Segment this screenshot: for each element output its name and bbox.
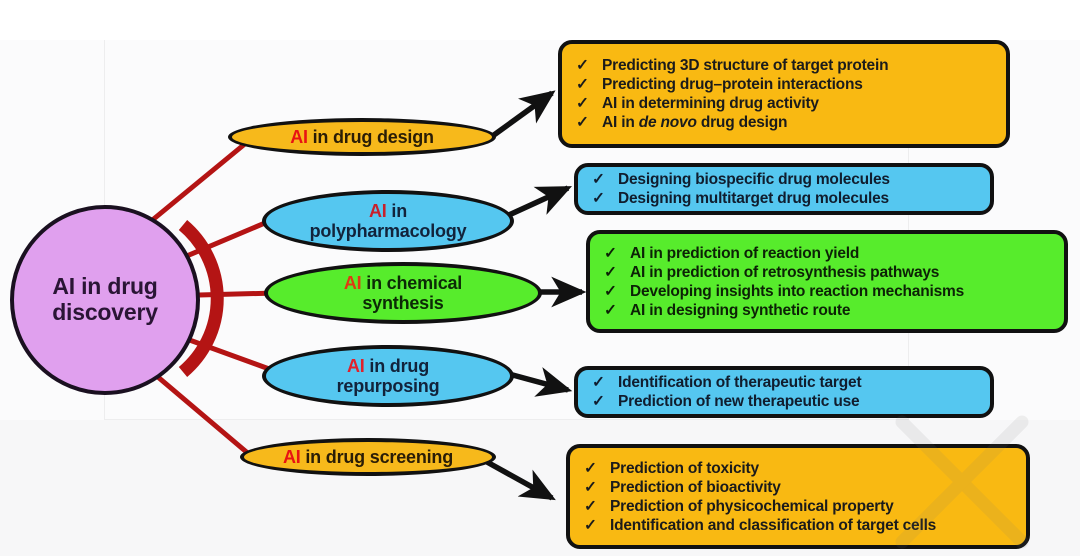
root-node-label-line2: discovery: [52, 299, 158, 325]
check-icon: ✓: [584, 516, 597, 534]
panel-drug-repurposing[interactable]: ✓ Identification of therapeutic target ✓…: [574, 366, 994, 418]
list-item-text: AI in prediction of retrosynthesis pathw…: [630, 263, 940, 281]
list-item-text: Prediction of toxicity: [610, 459, 759, 477]
ai-prefix: AI: [290, 126, 308, 147]
check-icon: ✓: [584, 459, 597, 477]
check-icon: ✓: [592, 171, 605, 188]
list-item-text: Designing biospecific drug molecules: [618, 171, 890, 188]
branch-node-chemical-synthesis-label: AI in chemical synthesis: [344, 273, 462, 313]
list-item: ✓ AI in de novo drug design: [576, 113, 996, 132]
list-item: ✓ Designing biospecific drug molecules: [592, 170, 980, 189]
check-icon: ✓: [576, 95, 589, 112]
check-icon: ✓: [584, 478, 597, 496]
ai-prefix: AI: [347, 355, 365, 376]
ai-prefix: AI: [343, 272, 362, 293]
list-item-text: Prediction of bioactivity: [610, 478, 781, 496]
ai-rest: in drug screening: [300, 446, 454, 467]
ai-rest: in chemical: [361, 272, 463, 293]
check-icon: ✓: [604, 244, 617, 262]
list-item-text: Prediction of physicochemical property: [610, 497, 894, 515]
list-item-text: AI in prediction of reaction yield: [630, 244, 860, 262]
branch-node-polypharmacology[interactable]: AI in polypharmacology: [262, 190, 514, 252]
ai-prefix: AI: [368, 200, 387, 221]
root-circle-rim: [178, 220, 224, 377]
root-node[interactable]: AI in drug discovery: [10, 205, 200, 395]
check-icon: ✓: [604, 301, 617, 319]
panel-drug-design[interactable]: ✓ Predicting 3D structure of target prot…: [558, 40, 1010, 148]
check-icon: ✓: [584, 497, 597, 515]
panel-drug-repurposing-list: ✓ Identification of therapeutic target ✓…: [578, 373, 990, 411]
check-icon: ✓: [576, 57, 589, 74]
check-icon: ✓: [604, 282, 617, 300]
panel-chemical-synthesis[interactable]: ✓ AI in prediction of reaction yield ✓ A…: [586, 230, 1068, 333]
list-item-text: Identification of therapeutic target: [618, 374, 862, 391]
check-icon: ✓: [592, 374, 605, 391]
list-item-text: Identification and classification of tar…: [610, 516, 937, 534]
panel-arrows: [485, 90, 587, 501]
list-item: ✓ Identification of therapeutic target: [592, 373, 980, 392]
ai-rest: in drug: [364, 355, 429, 376]
list-item: ✓ Prediction of toxicity: [584, 459, 1016, 478]
list-item: ✓ Designing multitarget drug molecules: [592, 189, 980, 208]
panel-polypharmacology-list: ✓ Designing biospecific drug molecules ✓…: [578, 170, 990, 208]
root-node-label-line1: AI in drug: [52, 273, 158, 300]
check-icon: ✓: [576, 76, 589, 93]
branch-node-label-line2: synthesis: [362, 293, 444, 313]
panel-polypharmacology[interactable]: ✓ Designing biospecific drug molecules ✓…: [574, 163, 994, 215]
list-item-text: AI in de novo drug design: [602, 114, 788, 131]
list-item: ✓ Prediction of physicochemical property: [584, 497, 1016, 516]
list-item: ✓ AI in designing synthetic route: [604, 301, 1054, 320]
branch-node-label-line2: polypharmacology: [309, 221, 467, 241]
branch-node-chemical-synthesis[interactable]: AI in chemical synthesis: [264, 262, 542, 324]
list-item: ✓ Predicting 3D structure of target prot…: [576, 56, 996, 75]
panel-drug-screening[interactable]: ✓ Prediction of toxicity ✓ Prediction of…: [566, 444, 1030, 549]
check-icon: ✓: [576, 114, 589, 131]
list-item-text: AI in designing synthetic route: [630, 301, 851, 319]
list-item-tail: drug design: [696, 114, 788, 131]
branch-node-polypharmacology-label: AI in polypharmacology: [310, 201, 467, 241]
list-item: ✓ AI in prediction of reaction yield: [604, 244, 1054, 263]
branch-node-label-line2: repurposing: [336, 376, 440, 396]
panel-drug-design-list: ✓ Predicting 3D structure of target prot…: [562, 56, 1006, 132]
list-item: ✓ Predicting drug–protein interactions: [576, 75, 996, 94]
branch-node-drug-screening[interactable]: AI in drug screening: [240, 438, 496, 476]
branch-node-drug-design-label: AI in drug design: [290, 127, 434, 147]
list-item-text: Designing multitarget drug molecules: [618, 190, 889, 207]
ai-rest: in drug design: [307, 126, 434, 147]
list-item: ✓ Prediction of new therapeutic use: [592, 392, 980, 411]
list-item: ✓ Developing insights into reaction mech…: [604, 282, 1054, 301]
list-item-text: Prediction of new therapeutic use: [618, 393, 860, 410]
branch-node-drug-repurposing-label: AI in drug repurposing: [337, 356, 440, 396]
check-icon: ✓: [604, 263, 617, 281]
ai-prefix: AI: [282, 446, 301, 467]
list-item: ✓ Identification and classification of t…: [584, 516, 1016, 535]
check-icon: ✓: [592, 190, 605, 207]
panel-chemical-synthesis-list: ✓ AI in prediction of reaction yield ✓ A…: [590, 244, 1064, 320]
background-divider-horizontal: [104, 419, 908, 420]
ai-rest: in: [386, 200, 407, 221]
list-item-text: Predicting drug–protein interactions: [602, 76, 863, 93]
root-node-label: AI in drug discovery: [52, 273, 158, 326]
list-item-italic: de novo: [638, 114, 697, 131]
panel-drug-screening-list: ✓ Prediction of toxicity ✓ Prediction of…: [570, 459, 1026, 535]
list-item: ✓ AI in determining drug activity: [576, 94, 996, 113]
list-item-text: AI in determining drug activity: [602, 95, 819, 112]
list-item-text: Predicting 3D structure of target protei…: [602, 57, 889, 74]
list-item: ✓ Prediction of bioactivity: [584, 478, 1016, 497]
list-item-text: Developing insights into reaction mechan…: [630, 282, 964, 300]
root-spokes: [147, 140, 279, 458]
check-icon: ✓: [592, 393, 605, 410]
branch-node-drug-design[interactable]: AI in drug design: [228, 118, 496, 156]
list-item: ✓ AI in prediction of retrosynthesis pat…: [604, 263, 1054, 282]
branch-node-drug-screening-label: AI in drug screening: [283, 447, 453, 467]
branch-node-drug-repurposing[interactable]: AI in drug repurposing: [262, 345, 514, 407]
